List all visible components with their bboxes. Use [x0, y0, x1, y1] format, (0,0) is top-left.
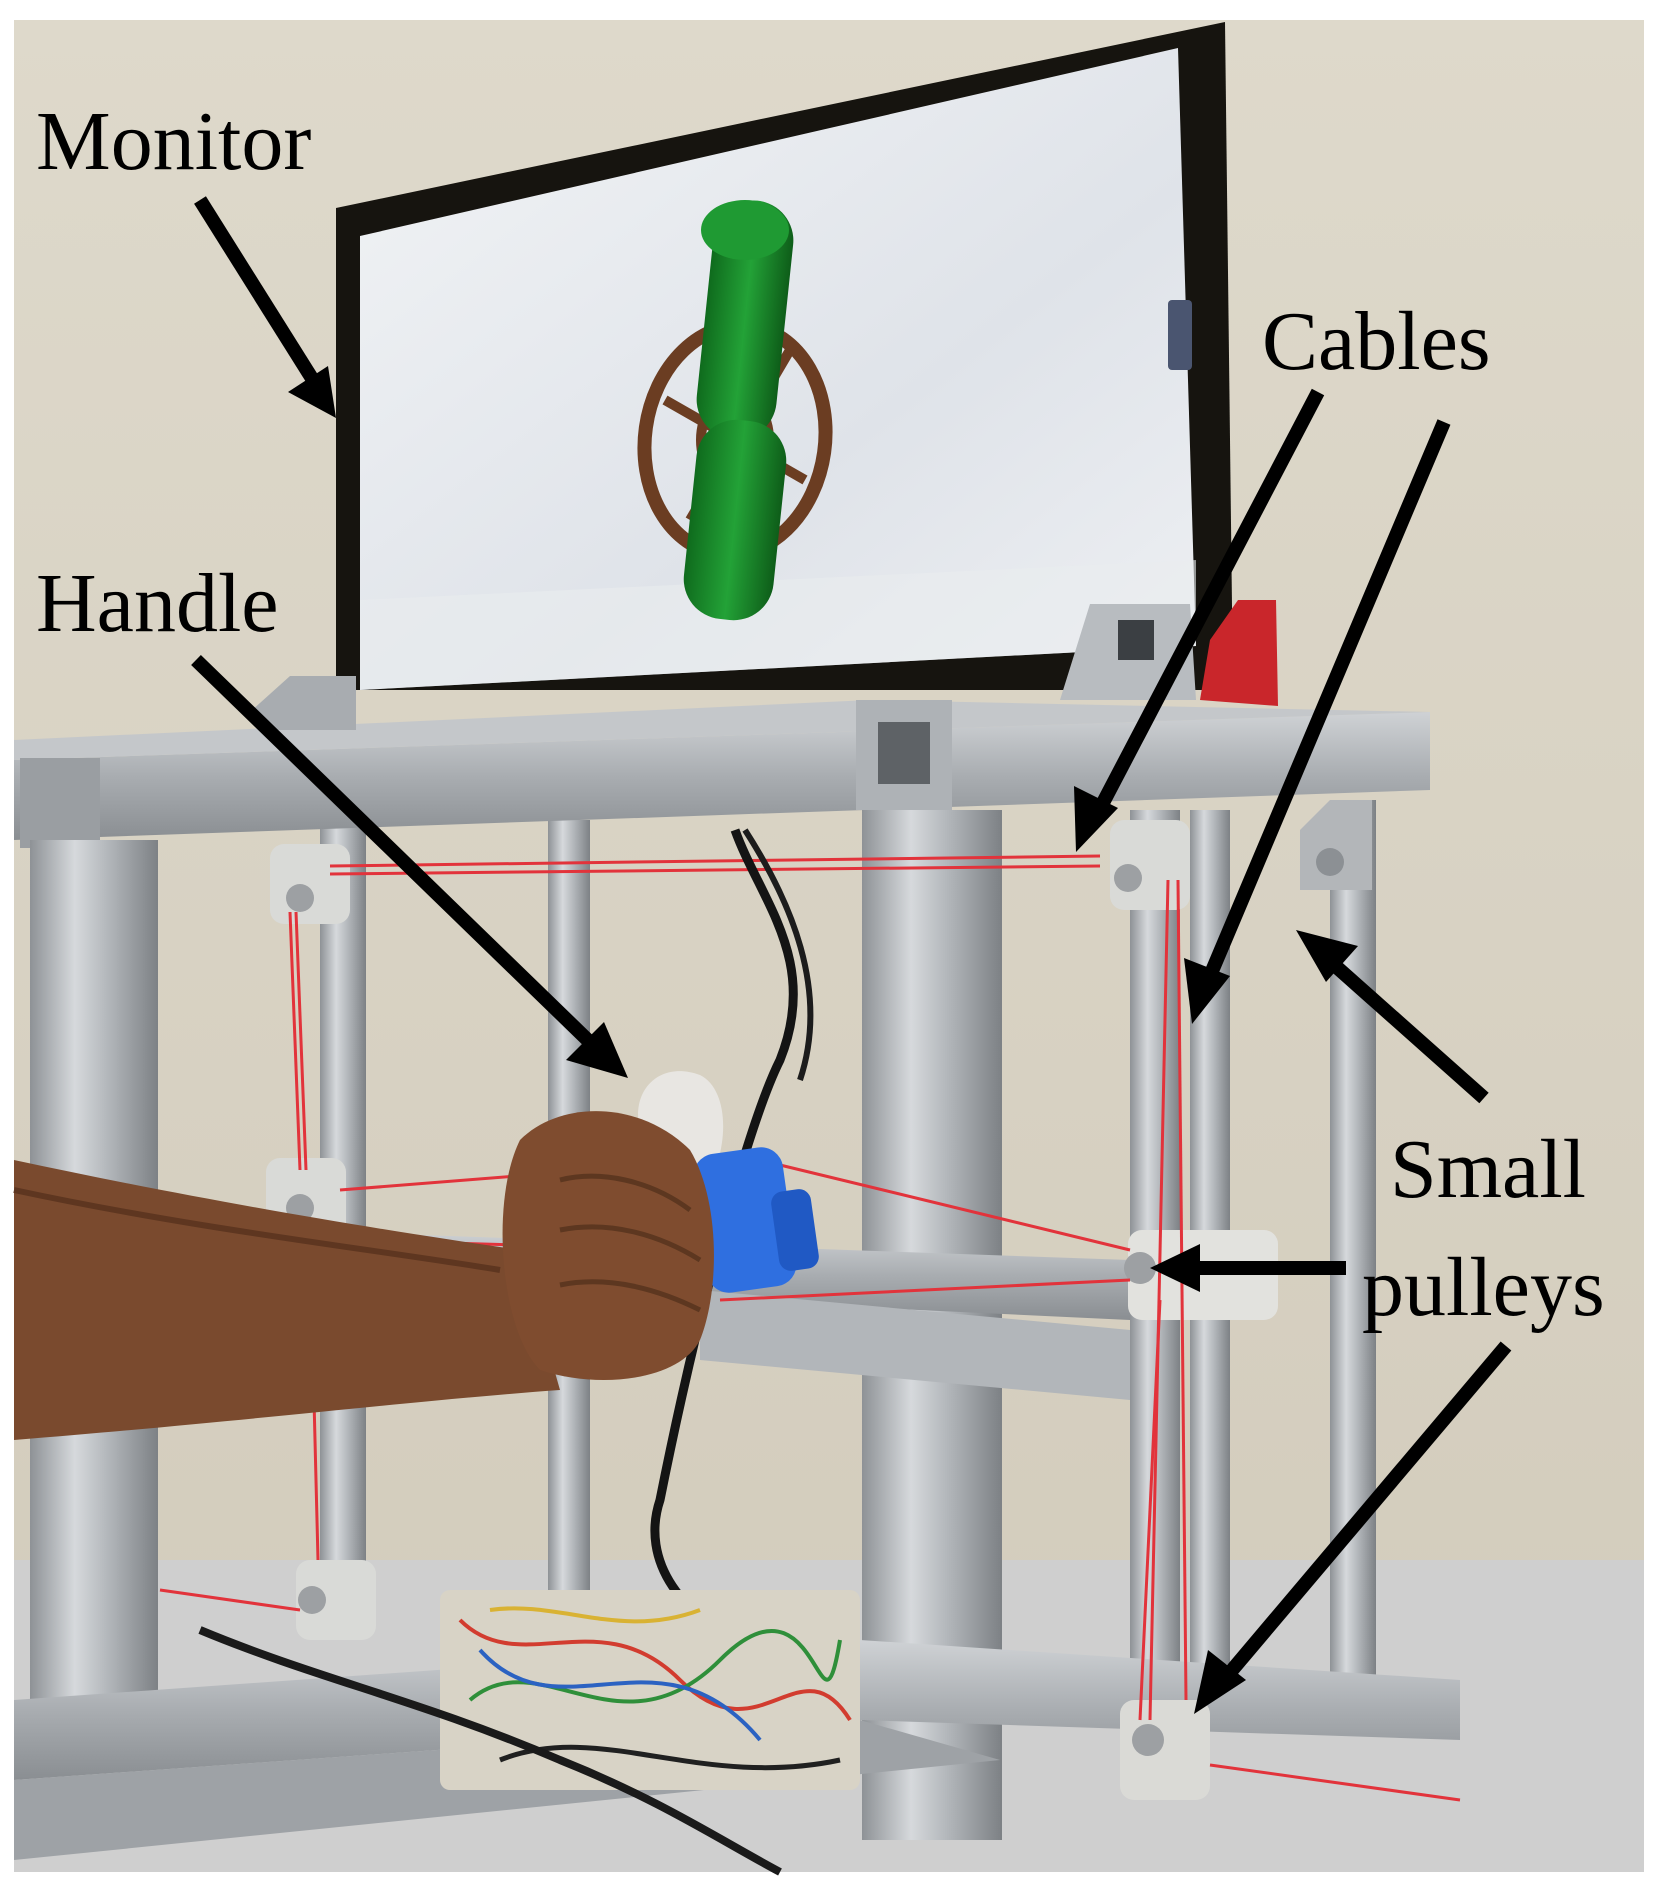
screen-green-handle — [683, 200, 794, 621]
label-small: Small — [1390, 1123, 1587, 1216]
arrow-handle — [191, 654, 628, 1078]
arrow-cables — [1074, 388, 1325, 852]
label-handle: Handle — [36, 557, 279, 650]
arrow-pulley-middle — [1150, 1244, 1346, 1292]
user-arm — [13, 1160, 560, 1440]
arrow-pulley-upper — [1184, 419, 1451, 1024]
arrow-pulley-bracket — [1296, 930, 1489, 1104]
label-monitor: Monitor — [36, 95, 312, 188]
arrow-monitor — [194, 196, 336, 418]
electronics-wiring — [198, 1590, 860, 1876]
label-pulleys: pulleys — [1362, 1241, 1605, 1334]
annotation-arrows — [191, 196, 1512, 1714]
user-hand — [502, 1111, 714, 1380]
arrow-pulley-lower — [1194, 1341, 1512, 1714]
top-frame — [14, 700, 1430, 848]
label-cables: Cables — [1262, 295, 1491, 388]
